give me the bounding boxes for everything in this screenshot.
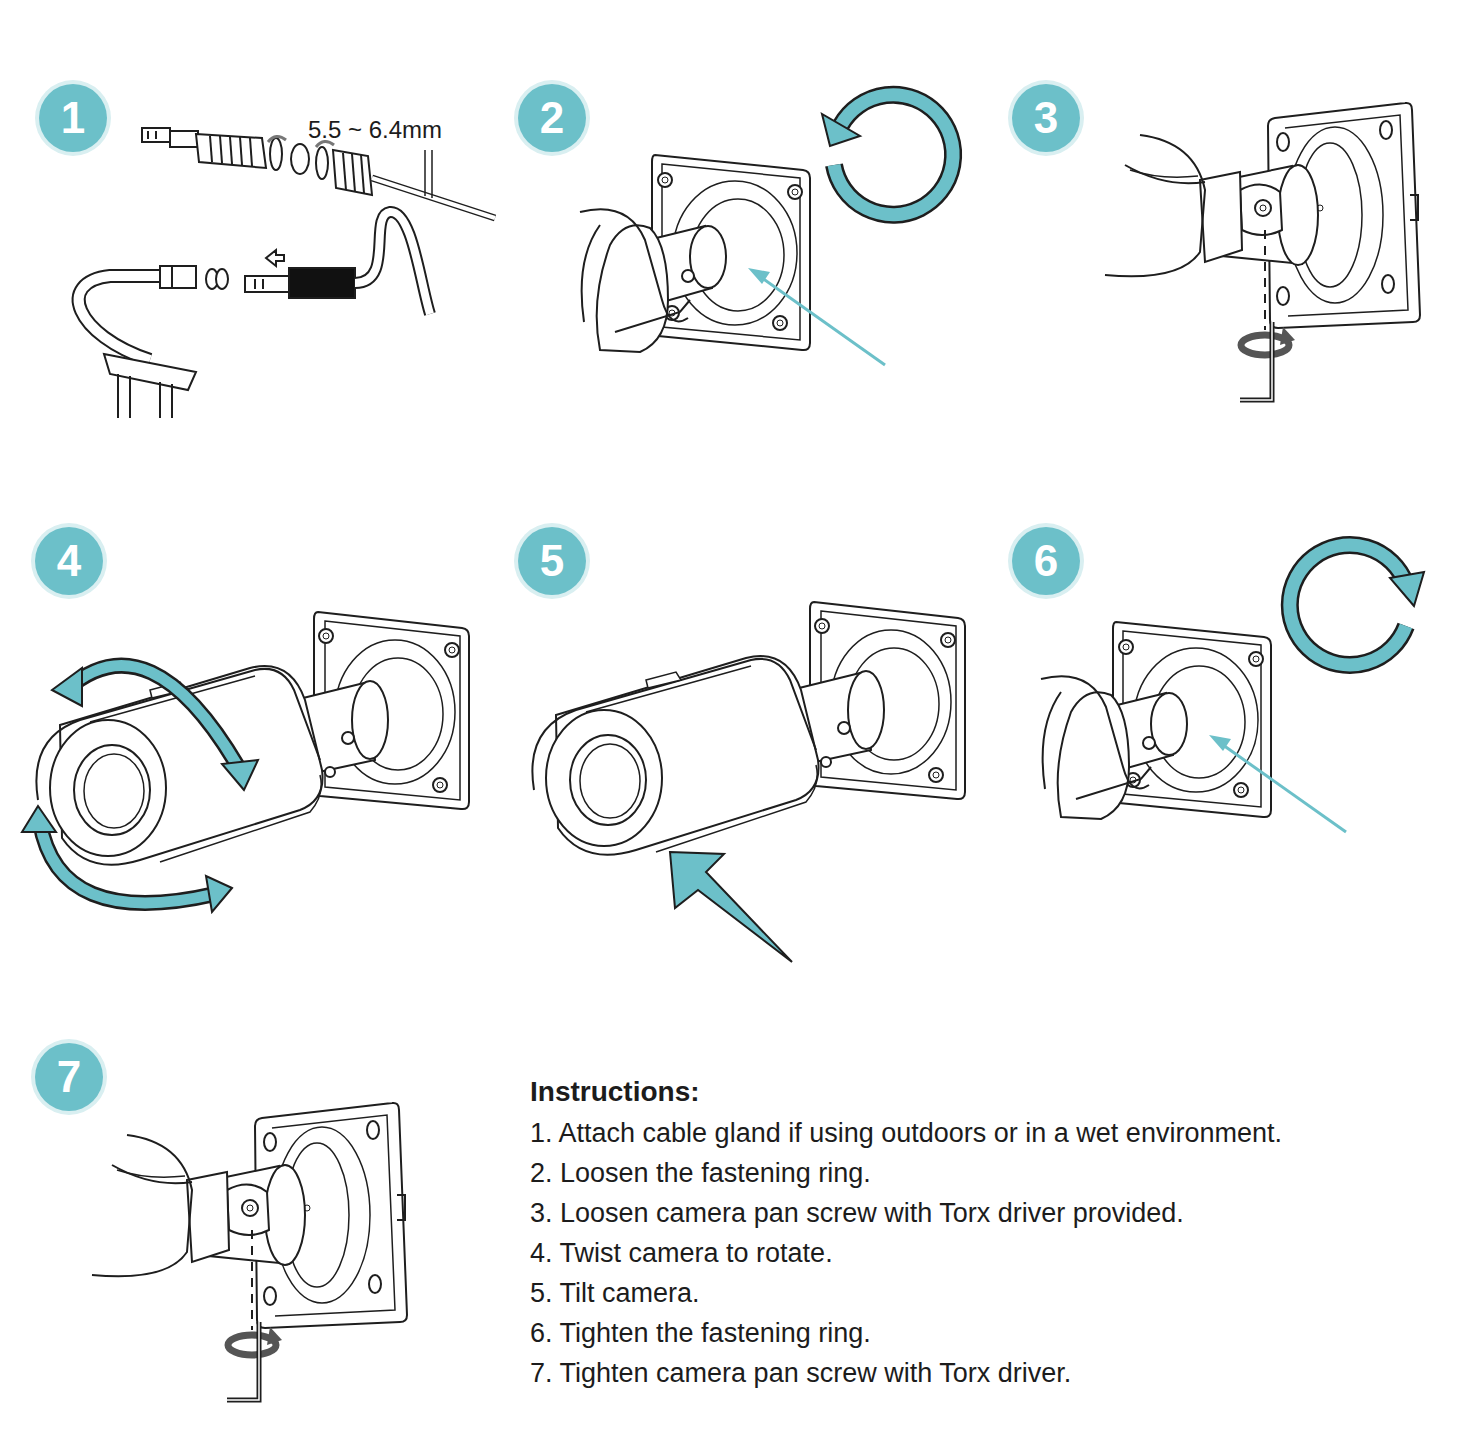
cable-connection xyxy=(79,276,162,360)
loosen-arrow xyxy=(834,95,953,215)
cable-gland-assembly xyxy=(333,150,372,195)
step-number: 4 xyxy=(57,539,81,583)
step-7-view xyxy=(92,1103,407,1400)
step-badge: 4 xyxy=(35,527,103,595)
cable-connection xyxy=(262,279,264,289)
rotate-arrows xyxy=(40,822,215,903)
cable-gland-assembly xyxy=(210,136,212,162)
step-badge: 3 xyxy=(1012,84,1080,152)
instruction-line: 2. Loosen the fastening ring. xyxy=(530,1155,871,1191)
step-5-view xyxy=(532,602,965,855)
cable-gland-assembly xyxy=(361,155,364,193)
cable-connection xyxy=(289,268,355,298)
cable-gland-assembly xyxy=(147,131,149,139)
cable-connection xyxy=(79,212,430,418)
loosen-arrow xyxy=(822,114,860,146)
cable-gland-assembly xyxy=(343,153,346,190)
rotate-arrows xyxy=(52,668,82,706)
step-badge: 5 xyxy=(518,527,586,595)
rotate-arrows xyxy=(66,666,240,770)
rotate-arrows xyxy=(22,806,56,832)
instruction-line: 3. Loosen camera pan screw with Torx dri… xyxy=(530,1195,1184,1231)
instruction-line: 5. Tilt camera. xyxy=(530,1275,700,1311)
step-number: 6 xyxy=(1034,539,1058,583)
cable-connection xyxy=(160,266,196,288)
instruction-line: 6. Tighten the fastening ring. xyxy=(530,1315,871,1351)
cable-gland-assembly xyxy=(240,137,242,165)
cable-gland-assembly xyxy=(170,131,198,147)
cable-connection xyxy=(79,276,162,360)
cable-connection xyxy=(355,212,430,314)
cable-gland-assembly xyxy=(316,147,328,179)
rotate-arrows xyxy=(206,876,232,912)
rotate-arrows xyxy=(66,666,240,770)
cable-gland-assembly xyxy=(431,150,433,198)
cable-gland-assembly xyxy=(250,138,252,166)
cable-connection xyxy=(254,279,256,289)
cable-gland-assembly xyxy=(155,131,157,139)
step-6-view xyxy=(1041,622,1346,832)
rotate-arrows xyxy=(222,760,258,790)
instruction-line: 4. Twist camera to rotate. xyxy=(530,1235,833,1271)
cable-connection xyxy=(118,374,172,418)
cable-gland-assembly xyxy=(352,154,355,192)
step-number: 1 xyxy=(61,96,85,140)
step-badge: 1 xyxy=(39,84,107,152)
step-number: 3 xyxy=(1034,96,1058,140)
step-4-view xyxy=(36,612,469,865)
cable-connection xyxy=(355,212,430,314)
loosen-arrow xyxy=(822,95,953,215)
step-badge: 7 xyxy=(35,1043,103,1111)
tighten-arrow xyxy=(1290,545,1406,665)
cable-gland-assembly xyxy=(268,136,286,142)
cable-gland-assembly xyxy=(424,150,426,196)
instruction-line: 1. Attach cable gland if using outdoors … xyxy=(530,1115,1282,1151)
cable-connection xyxy=(266,250,284,266)
heading: Instructions: xyxy=(530,1075,700,1109)
tighten-arrow xyxy=(1290,545,1424,665)
tighten-arrow xyxy=(1290,545,1406,665)
step-number: 2 xyxy=(540,96,564,140)
tighten-arrow xyxy=(1390,572,1424,606)
step-badge: 2 xyxy=(518,84,586,152)
step-badge: 6 xyxy=(1012,527,1080,595)
rotate-arrows xyxy=(40,822,215,903)
cable-connection xyxy=(245,276,289,292)
step-number: 7 xyxy=(57,1055,81,1099)
cable-gland-assembly xyxy=(220,136,222,163)
cable-gland-assembly xyxy=(196,134,266,168)
cable-gland-assembly xyxy=(291,144,309,174)
loosen-arrow xyxy=(834,95,953,215)
rotate-arrows xyxy=(22,666,258,912)
instruction-line: 7. Tighten camera pan screw with Torx dr… xyxy=(530,1355,1071,1391)
cable-gland-assembly xyxy=(230,137,232,164)
cable-connection xyxy=(171,266,173,288)
step-3-view xyxy=(1105,103,1420,400)
cable-gland-assembly xyxy=(142,128,170,142)
cable-connection xyxy=(216,269,228,289)
dimension-label: 5.5 ~ 6.4mm xyxy=(308,112,442,148)
tilt-arrow xyxy=(670,852,792,962)
step-number: 5 xyxy=(540,539,564,583)
cable-gland-assembly xyxy=(270,138,282,170)
